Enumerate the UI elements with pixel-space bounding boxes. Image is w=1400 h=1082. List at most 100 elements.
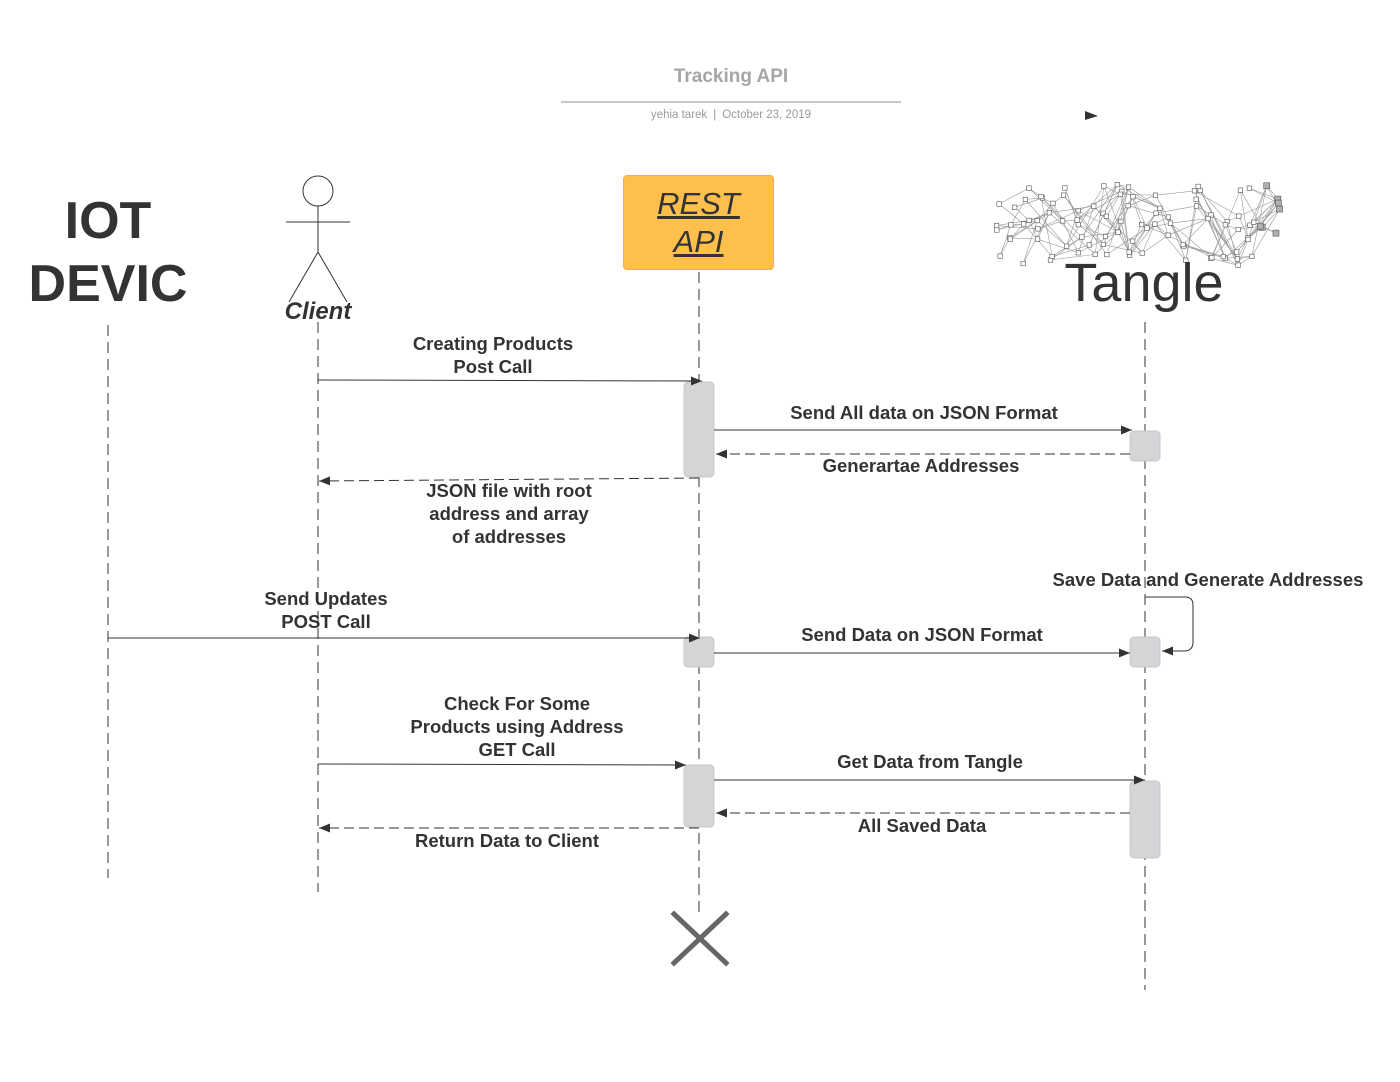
msg-save-and-generate: Save Data and Generate Addresses: [1052, 569, 1364, 590]
tangle-edge: [1037, 220, 1067, 247]
tangle-node: [1165, 232, 1171, 238]
tangle-node: [1157, 205, 1163, 211]
tangle-edge: [1078, 224, 1104, 245]
tangle-node: [1235, 262, 1241, 268]
tangle-edge: [1078, 191, 1122, 211]
msg-generate-addresses: Generartae Addresses: [822, 455, 1020, 476]
tangle-node: [1086, 242, 1092, 248]
iot-device-participant: IOT DEVIC: [28, 192, 188, 313]
tangle-node: [1102, 233, 1109, 240]
tangle-edge: [1120, 194, 1130, 253]
tangle-edge: [1128, 186, 1161, 209]
msg-create-products: Creating Products Post Call: [412, 333, 574, 377]
tangle-edge: [998, 203, 1024, 225]
tangle-node: [994, 227, 1000, 233]
tangle-edge: [1066, 185, 1105, 247]
tangle-edge: [1159, 208, 1185, 247]
tangle-edge: [1146, 216, 1169, 229]
tangle-edge: [1238, 198, 1278, 217]
tangle-node: [1193, 196, 1199, 202]
tangle-node: [1263, 182, 1271, 190]
tangle-edge: [1170, 218, 1209, 224]
tangle-edge: [1103, 244, 1143, 254]
tangle-edge: [1028, 220, 1038, 240]
tangle-node: [1191, 188, 1198, 194]
flag-pointer-icon: [1085, 111, 1098, 120]
tangle-node: [1209, 255, 1215, 261]
tangle-node: [1234, 256, 1240, 262]
tangle-edge: [1253, 198, 1279, 223]
tangle-edge: [1240, 190, 1263, 228]
tangle-edge: [1182, 218, 1209, 245]
tangle-edge: [1211, 229, 1239, 258]
tangle-edge: [1106, 194, 1121, 217]
tangle-edge: [1146, 222, 1171, 229]
tangle-edge: [1037, 238, 1079, 254]
tangle-node: [1237, 187, 1243, 193]
msg-send-updates: Send Updates POST Call: [264, 588, 388, 632]
tangle-edge: [1210, 258, 1239, 266]
tangle-node: [1012, 204, 1018, 210]
tangle-node: [1115, 229, 1121, 235]
tangle-edge: [1247, 185, 1267, 240]
tangle-node: [1061, 192, 1067, 198]
document-byline: yehia tarek|October 23, 2019: [561, 109, 901, 121]
tangle-node: [1026, 217, 1032, 223]
stick-figure-actor-icon: [286, 175, 350, 303]
tangle-edge: [1009, 237, 1038, 240]
tangle-node: [1222, 222, 1228, 228]
tangle-node: [993, 222, 1000, 229]
tangle-node: [1139, 250, 1145, 256]
tangle-activation-3: [1129, 780, 1161, 859]
tangle-edge: [1117, 184, 1161, 209]
tangle-edge: [1142, 234, 1169, 254]
tangle-edge: [1093, 205, 1119, 233]
tangle-edge: [1049, 212, 1096, 255]
tangle-edge: [1225, 224, 1237, 253]
tangle-edge: [1128, 186, 1142, 225]
msg-check-products: Check For Some Products using Address GE…: [410, 693, 624, 760]
tangle-edge: [996, 225, 1038, 230]
dag-network-graph-icon: [993, 182, 1283, 268]
document-date: October 23, 2019: [722, 109, 812, 121]
tangle-edge: [1010, 212, 1050, 240]
tangle-node: [1035, 236, 1041, 242]
tangle-edge: [1132, 196, 1161, 209]
tangle-edge: [1106, 186, 1129, 255]
author-name: yehia tarek: [650, 109, 708, 121]
tangle-edge: [1154, 223, 1187, 261]
tangle-edge: [1063, 194, 1108, 255]
tangle-edge: [1251, 185, 1268, 257]
tangle-edge: [1249, 187, 1279, 204]
tangle-edge: [1010, 199, 1026, 226]
tangle-edge: [1197, 186, 1239, 266]
arrow-json-file-response: [318, 476, 700, 486]
tangle-node: [1126, 184, 1132, 190]
rest-activation-2: [683, 636, 715, 668]
tangle-node: [1234, 249, 1240, 255]
tangle-edge: [1159, 208, 1169, 236]
tangle-node: [1049, 253, 1055, 260]
tangle-edge: [1094, 185, 1105, 255]
tangle-node: [1144, 225, 1150, 231]
tangle-edge: [1210, 214, 1226, 259]
tangle-node: [1075, 208, 1081, 214]
tangle-participant-label: Tangle: [1064, 253, 1224, 313]
msg-send-all-json: Send All data on JSON Format: [790, 402, 1058, 423]
tangle-edge: [1238, 208, 1280, 230]
tangle-edge: [1066, 210, 1079, 247]
tangle-edge: [1240, 190, 1249, 240]
client-participant-label: Client: [284, 298, 352, 325]
tangle-edge: [1155, 205, 1197, 214]
msg-send-data-json: Send Data on JSON Format: [801, 624, 1043, 645]
tangle-node: [1092, 251, 1098, 257]
rest-activation-1: [683, 381, 715, 478]
tangle-edge: [1081, 184, 1118, 238]
tangle-edge: [1132, 196, 1148, 229]
tangle-edge: [1199, 190, 1238, 260]
tangle-edge: [1238, 215, 1249, 239]
tangle-node: [1020, 260, 1026, 267]
arrow-create-products: [317, 376, 703, 386]
tangle-edge: [1251, 208, 1280, 257]
